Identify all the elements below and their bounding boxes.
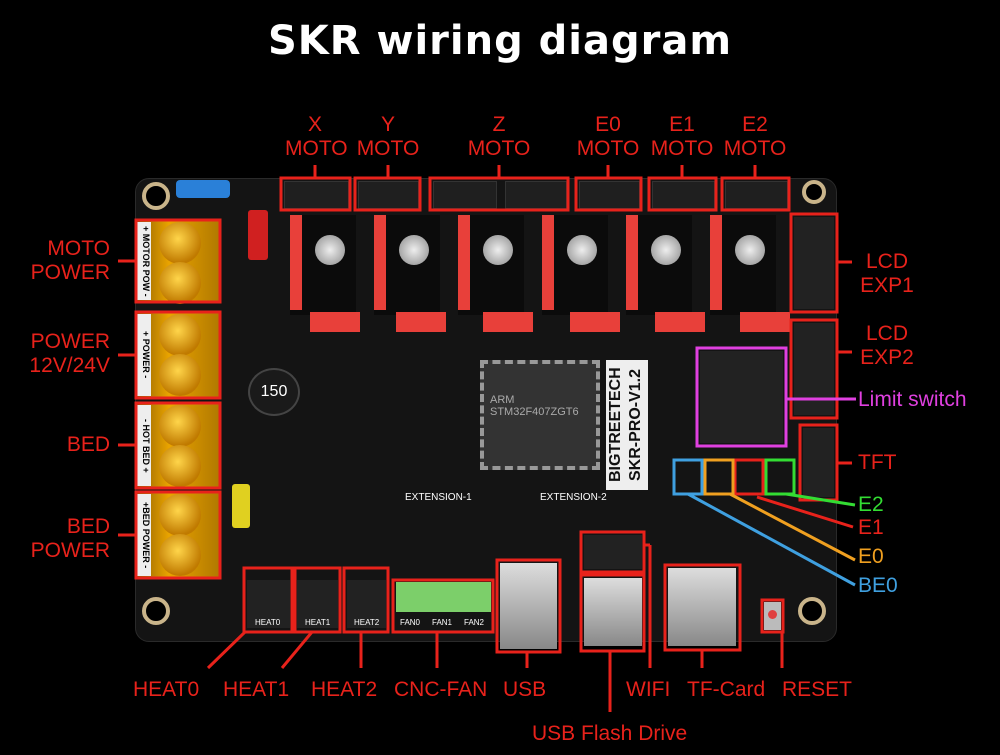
label-line: EXP2: [860, 346, 914, 369]
label-limit-switch: Limit switch: [858, 388, 967, 411]
fuse-red: [248, 210, 268, 260]
mount-hole-br: [798, 597, 826, 625]
inductor: 150: [248, 368, 300, 416]
heat2-silk: HEAT2: [354, 618, 380, 627]
label-line: MOTO: [285, 137, 348, 160]
label-line: POWER: [30, 261, 110, 284]
mount-hole-bl: [142, 597, 170, 625]
usb-b-port: [500, 563, 557, 649]
limit-switch-headers: [700, 351, 783, 443]
reset-button[interactable]: [764, 602, 781, 630]
label-bed: BED: [66, 433, 110, 456]
label-cnc-fan: CNC-FAN: [394, 678, 488, 701]
label-line: MOTO: [467, 137, 531, 160]
fan1-silk: FAN1: [432, 618, 453, 627]
label-line: E1: [669, 113, 695, 136]
be0-callout: [672, 458, 704, 496]
label-line: MOTO: [356, 137, 420, 160]
label-line: POWER: [30, 330, 110, 353]
lcd-exp1-header: [794, 217, 834, 309]
label-line: LCD: [865, 322, 908, 345]
label-e2: E2: [858, 493, 884, 516]
label-line: 12V/24V: [29, 354, 110, 377]
label-usb-flash-drive: USB Flash Drive: [532, 722, 688, 745]
label-line: X: [307, 113, 322, 136]
label-line: EXP1: [860, 274, 914, 297]
label-reset: RESET: [782, 678, 853, 701]
label-line: POWER: [30, 539, 110, 562]
label-tft: TFT: [858, 451, 897, 474]
label-line: E0: [595, 113, 621, 136]
label-line: Y: [380, 113, 395, 136]
label-line: MOTO: [650, 137, 714, 160]
fan-terminal: [396, 582, 491, 612]
label-e0: E0: [858, 545, 884, 568]
label-heat0: HEAT0: [133, 678, 200, 701]
e0-callout: [703, 458, 735, 496]
mount-hole-tl: [142, 182, 170, 210]
e2-callout: [764, 458, 796, 496]
label-e1: E1: [858, 516, 884, 539]
x-motor-connector: [284, 181, 349, 209]
label-usb: USB: [503, 678, 547, 701]
label-line: MOTO: [723, 137, 787, 160]
mount-hole-tr: [802, 180, 826, 204]
label-line: LCD: [865, 250, 908, 273]
extension-2-label: EXTENSION-2: [540, 492, 607, 503]
label-tf-card: TF-Card: [687, 678, 766, 701]
heat1-silk: HEAT1: [305, 618, 331, 627]
label-heat2: HEAT2: [311, 678, 378, 701]
label-line: E2: [742, 113, 768, 136]
red-callouts: [118, 165, 854, 712]
label-line: MOTO: [47, 237, 110, 260]
heat1-terminal: [297, 580, 338, 628]
page-title: SKR wiring diagram: [267, 18, 733, 64]
label-heat1: HEAT1: [223, 678, 290, 701]
heat2-terminal: [347, 580, 386, 628]
mcu-chip: ARM STM32F407ZGT6: [480, 360, 600, 470]
label-line: Z: [492, 113, 506, 136]
fuse-yellow: [232, 484, 250, 528]
limit-switch-callout: [695, 346, 788, 448]
chip-label: ARM STM32F407ZGT6: [490, 394, 579, 418]
tft-header: [803, 428, 834, 497]
e0-motor-connector: [579, 181, 640, 209]
tf-card-slot: [668, 568, 736, 646]
label-line: MOTO: [576, 137, 640, 160]
heat0-silk: HEAT0: [255, 618, 281, 627]
y-motor-connector: [358, 181, 419, 209]
inductor-label: 150: [260, 383, 288, 400]
fuse-blue: [176, 180, 230, 198]
wifi-header: [584, 535, 642, 569]
label-wifi: WIFI: [626, 678, 671, 701]
heat0-terminal: [247, 580, 290, 628]
fan0-silk: FAN0: [400, 618, 421, 627]
fan2-silk: FAN2: [464, 618, 485, 627]
label-line: BED: [66, 515, 110, 538]
extension-1-label: EXTENSION-1: [405, 492, 472, 503]
label-be0: BE0: [858, 574, 898, 597]
usb-a-port: [584, 578, 642, 646]
